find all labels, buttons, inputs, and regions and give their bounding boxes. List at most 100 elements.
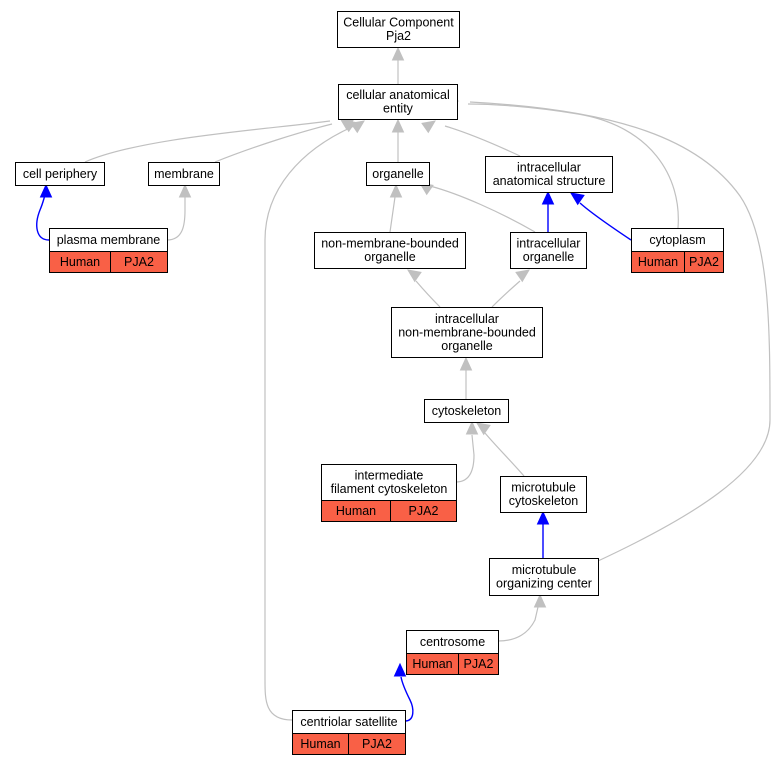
node-organelle[interactable]: organelle [366, 162, 430, 186]
edge-intracellular-nmb-organelle-to-non-membrane-bounded-organelle [407, 269, 441, 308]
edge-organelle-to-cellular-anatomical-entity [391, 118, 405, 162]
gene-label: PJA2 [689, 255, 719, 269]
node-label-line: cytoplasm [649, 233, 705, 247]
edge-arrowhead [393, 662, 407, 677]
node-label-line: membrane [154, 167, 214, 181]
edge-centrosome-to-microtubule-organizing-center [497, 593, 547, 642]
gene-label: PJA2 [362, 737, 392, 751]
node-box [15, 162, 105, 186]
edge-line [214, 123, 333, 163]
gene-cell [458, 653, 499, 675]
node-intracellular-nmb-organelle[interactable]: intracellularnon-membrane-boundedorganel… [391, 307, 543, 358]
node-membrane[interactable]: membrane [148, 162, 220, 186]
edge-non-membrane-bounded-organelle-to-organelle [389, 183, 403, 233]
edge-line [429, 185, 536, 233]
node-label-line: plasma membrane [57, 233, 161, 247]
node-box [338, 84, 458, 120]
edge-arrowhead [350, 120, 365, 134]
node-label-line: cell periphery [23, 167, 98, 181]
gene-label: PJA2 [409, 504, 439, 518]
gene-label: PJA2 [464, 657, 494, 671]
node-label-line: filament cytoskeleton [331, 482, 448, 496]
node-label-line: cytoskeleton [509, 494, 579, 508]
edge-arrowhead [391, 46, 405, 61]
edge-intracellular-organelle-to-intracellular-anatomical-structure [541, 190, 555, 232]
node-label-line: organizing center [496, 577, 592, 591]
node-box [424, 399, 509, 423]
node-label-line: cellular anatomical [346, 88, 450, 102]
edge-arrowhead [178, 183, 192, 198]
node-box [314, 232, 466, 269]
edge-line [400, 676, 414, 722]
edge-cell-periphery-to-cellular-anatomical-entity [84, 117, 354, 163]
edge-arrowhead [421, 120, 436, 134]
species-label: Human [336, 504, 376, 518]
node-label-line: cytoskeleton [432, 404, 502, 418]
node-box [321, 464, 457, 501]
edge-arrowhead [536, 510, 550, 525]
edge-arrowhead [515, 269, 530, 283]
edge-arrowhead [389, 183, 403, 198]
edge-layer [36, 46, 771, 722]
edge-line [389, 196, 396, 233]
node-box [391, 307, 543, 358]
node-box [489, 558, 599, 596]
edge-plasma-membrane-to-membrane [166, 183, 192, 241]
edge-line [84, 120, 331, 163]
gene-cell [348, 733, 406, 755]
node-label-line: microtubule [512, 563, 577, 577]
edge-line [484, 432, 525, 477]
edge-centriolar-satellite-to-cellular-anatomical-entity [264, 120, 365, 721]
species-label: Human [60, 255, 100, 269]
node-label-line: intermediate [355, 469, 424, 483]
node-box [485, 156, 613, 193]
edge-cytoskeleton-to-intracellular-nmb-organelle [459, 356, 473, 399]
node-label-line: Pja2 [386, 29, 411, 43]
gene-cell [110, 251, 168, 273]
edge-plasma-membrane-to-cell-periphery [36, 183, 53, 241]
edge-line [166, 196, 186, 241]
node-cell-periphery[interactable]: cell periphery [15, 162, 105, 186]
edge-cellular-anatomical-entity-to-root [391, 46, 405, 84]
edge-arrowhead [391, 118, 405, 133]
edge-line [579, 202, 632, 241]
edge-line [415, 280, 441, 308]
edge-microtubule-cytoskeleton-to-cytoskeleton [476, 422, 525, 477]
species-label: Human [300, 737, 340, 751]
edge-line [455, 434, 475, 483]
node-box [366, 162, 430, 186]
edge-arrowhead [407, 269, 422, 283]
edge-arrowhead [465, 420, 479, 435]
node-label-line: non-membrane-bounded [321, 237, 459, 251]
edge-line [497, 606, 539, 642]
node-label-line: intracellular [517, 161, 581, 175]
node-label-line: intracellular [517, 237, 581, 251]
edge-arrowhead [570, 192, 585, 206]
edge-line [264, 125, 355, 721]
node-label-line: anatomical structure [493, 174, 606, 188]
edge-arrowhead [459, 356, 473, 371]
node-cytoskeleton[interactable]: cytoskeleton [424, 399, 509, 423]
node-label-line: centrosome [420, 635, 485, 649]
node-box [510, 232, 587, 269]
node-label-line: organelle [364, 250, 415, 264]
edge-line [36, 194, 50, 241]
edge-intracellular-anatomical-structure-to-cellular-anatomical-entity [421, 120, 521, 157]
node-label-line: organelle [441, 339, 492, 353]
node-label-line: entity [383, 102, 414, 116]
node-label-line: non-membrane-bounded [398, 325, 536, 339]
edge-arrowhead [541, 190, 555, 205]
